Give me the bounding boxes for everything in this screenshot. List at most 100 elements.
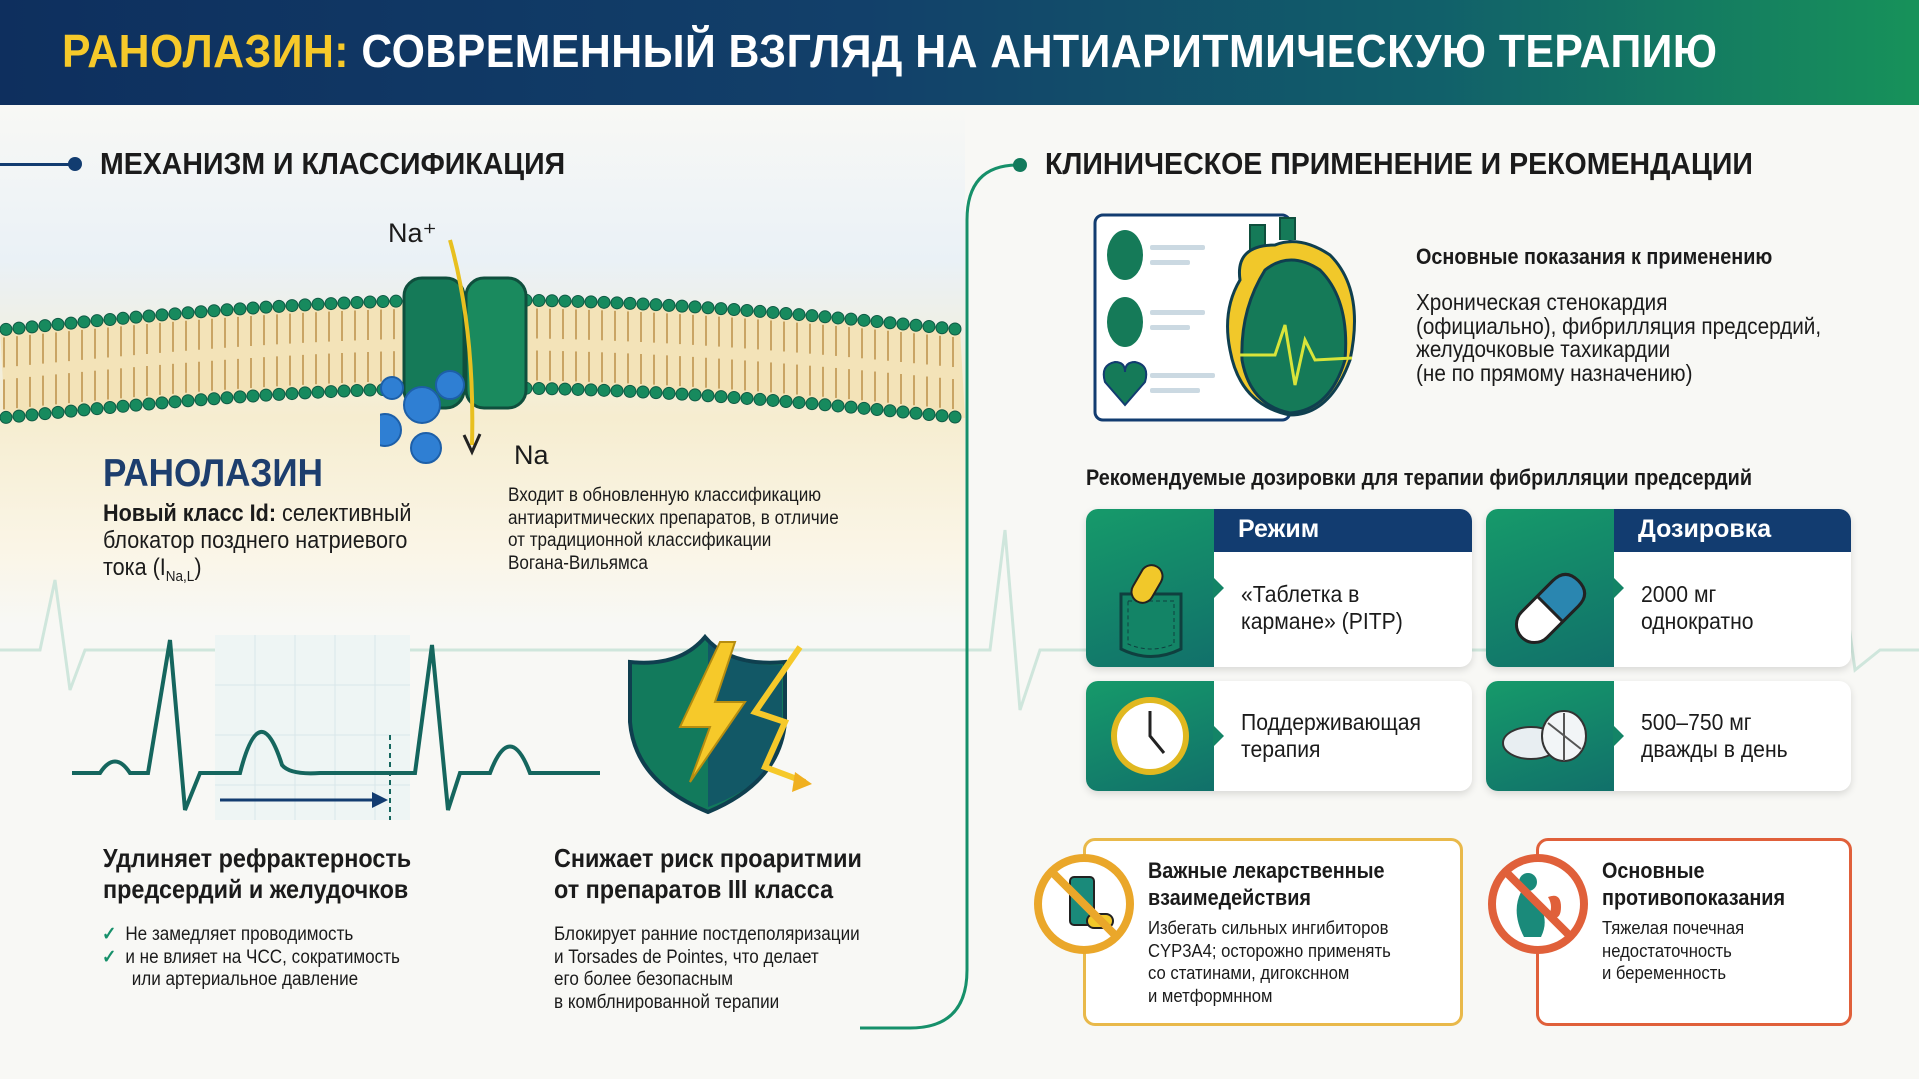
lipid-head <box>896 317 910 331</box>
lipid-head <box>922 319 936 333</box>
lipid-head <box>77 403 91 417</box>
lipid-head <box>168 307 182 321</box>
indications-title: Основные показания к применению <box>1416 244 1773 269</box>
section-line <box>0 163 75 166</box>
lipid-head <box>272 299 286 313</box>
lipid-head <box>922 407 936 421</box>
lipid-head <box>818 398 832 412</box>
no-drug-interactions-icon <box>1034 854 1134 954</box>
lipid-head <box>649 298 663 312</box>
lipid-head <box>272 387 286 401</box>
lipid-head <box>688 388 702 402</box>
section-dot <box>1013 158 1027 172</box>
ecg-refractory-illustration <box>72 635 600 820</box>
column-header-dose: Дозировка <box>1614 509 1851 552</box>
lipid-head <box>363 295 377 309</box>
drug-interactions-box <box>1083 838 1463 1026</box>
lipid-head <box>571 294 585 308</box>
lipid-head <box>220 391 234 405</box>
lipid-head <box>116 399 130 413</box>
shield-lightning-icon <box>628 633 812 815</box>
lipid-head <box>766 305 780 319</box>
lipid-head <box>896 405 910 419</box>
lipid-head <box>675 387 689 401</box>
lipid-head <box>779 394 793 408</box>
lipid-head <box>90 402 104 416</box>
lipid-head <box>12 321 26 335</box>
lipid-head <box>818 310 832 324</box>
lipid-head <box>168 395 182 409</box>
lipid-head <box>311 385 325 399</box>
section-dot <box>68 157 82 171</box>
lipid-head <box>285 387 299 401</box>
lipid-head <box>298 386 312 400</box>
lipid-head <box>740 303 754 317</box>
lipid-head <box>857 313 871 327</box>
lipid-head <box>558 382 572 396</box>
lipid-head <box>753 392 767 406</box>
lipid-head <box>51 317 65 331</box>
proarrhythmia-text: Блокирует ранние постдеполяризации и Tor… <box>554 924 860 1013</box>
lipid-head <box>324 385 338 399</box>
lipid-head <box>246 389 260 403</box>
lipid-head <box>831 399 845 413</box>
lipid-head <box>909 318 923 332</box>
contraindications-box <box>1536 838 1852 1026</box>
lipid-head <box>597 383 611 397</box>
lipid-head <box>610 296 624 310</box>
class-description: Новый класс Id: селективный блокатор поз… <box>103 500 412 585</box>
sodium-ion-label-bottom: Na <box>514 440 549 470</box>
ranolazine-molecule-icon <box>380 370 465 464</box>
lipid-head <box>701 389 715 403</box>
lipid-head <box>623 296 637 310</box>
lipid-head <box>753 304 767 318</box>
lipid-head <box>727 391 741 405</box>
lipid-head <box>103 400 117 414</box>
lipid-head <box>363 383 377 397</box>
lipid-head <box>597 295 611 309</box>
lipid-head <box>948 322 962 336</box>
lipid-head <box>142 309 156 323</box>
section-divider-line <box>860 163 1019 1030</box>
dosing-title: Рекомендуемые дозировки для терапии фибр… <box>1086 465 1753 490</box>
lipid-head <box>350 295 364 309</box>
lipid-head <box>636 297 650 311</box>
pocket-pill-icon <box>1119 564 1183 658</box>
lipid-head <box>935 409 949 423</box>
lipid-head <box>129 310 143 324</box>
lipid-head <box>220 303 234 317</box>
refractory-title: Удлиняет рефрактерность предсердий и жел… <box>103 843 412 904</box>
lipid-head <box>714 390 728 404</box>
lipid-head <box>259 388 273 402</box>
lipid-head <box>25 408 39 422</box>
lipid-head <box>142 397 156 411</box>
lipid-head <box>636 385 650 399</box>
proarrhythmia-title: Снижает риск проаритмии от препаратов II… <box>554 843 862 904</box>
lipid-head <box>233 390 247 404</box>
clinical-section-title: КЛИНИЧЕСКОЕ ПРИМЕНЕНИЕ И РЕКОМЕНДАЦИИ <box>1045 146 1753 181</box>
bullet-item: ✓и не влияет на ЧСС, сократимость <box>102 946 400 968</box>
lipid-head <box>766 393 780 407</box>
lipid-head <box>792 396 806 410</box>
clock-icon <box>1111 697 1189 775</box>
lipid-head <box>155 308 169 322</box>
lipid-head <box>545 382 559 396</box>
sodium-channel-illustration <box>380 239 528 464</box>
lipid-head <box>38 319 52 333</box>
lipid-head <box>194 305 208 319</box>
lipid-head <box>0 322 13 336</box>
lipid-head <box>129 398 143 412</box>
lipid-head <box>285 299 299 313</box>
lipid-head <box>38 407 52 421</box>
lipid-head <box>376 295 390 309</box>
bullet-item: ✓Не замедляет проводимость <box>102 924 354 945</box>
lipid-head <box>792 308 806 322</box>
lipid-head <box>350 383 364 397</box>
column-header-mode: Режим <box>1214 509 1472 552</box>
lipid-head <box>662 298 676 312</box>
lipid-head <box>25 320 39 334</box>
